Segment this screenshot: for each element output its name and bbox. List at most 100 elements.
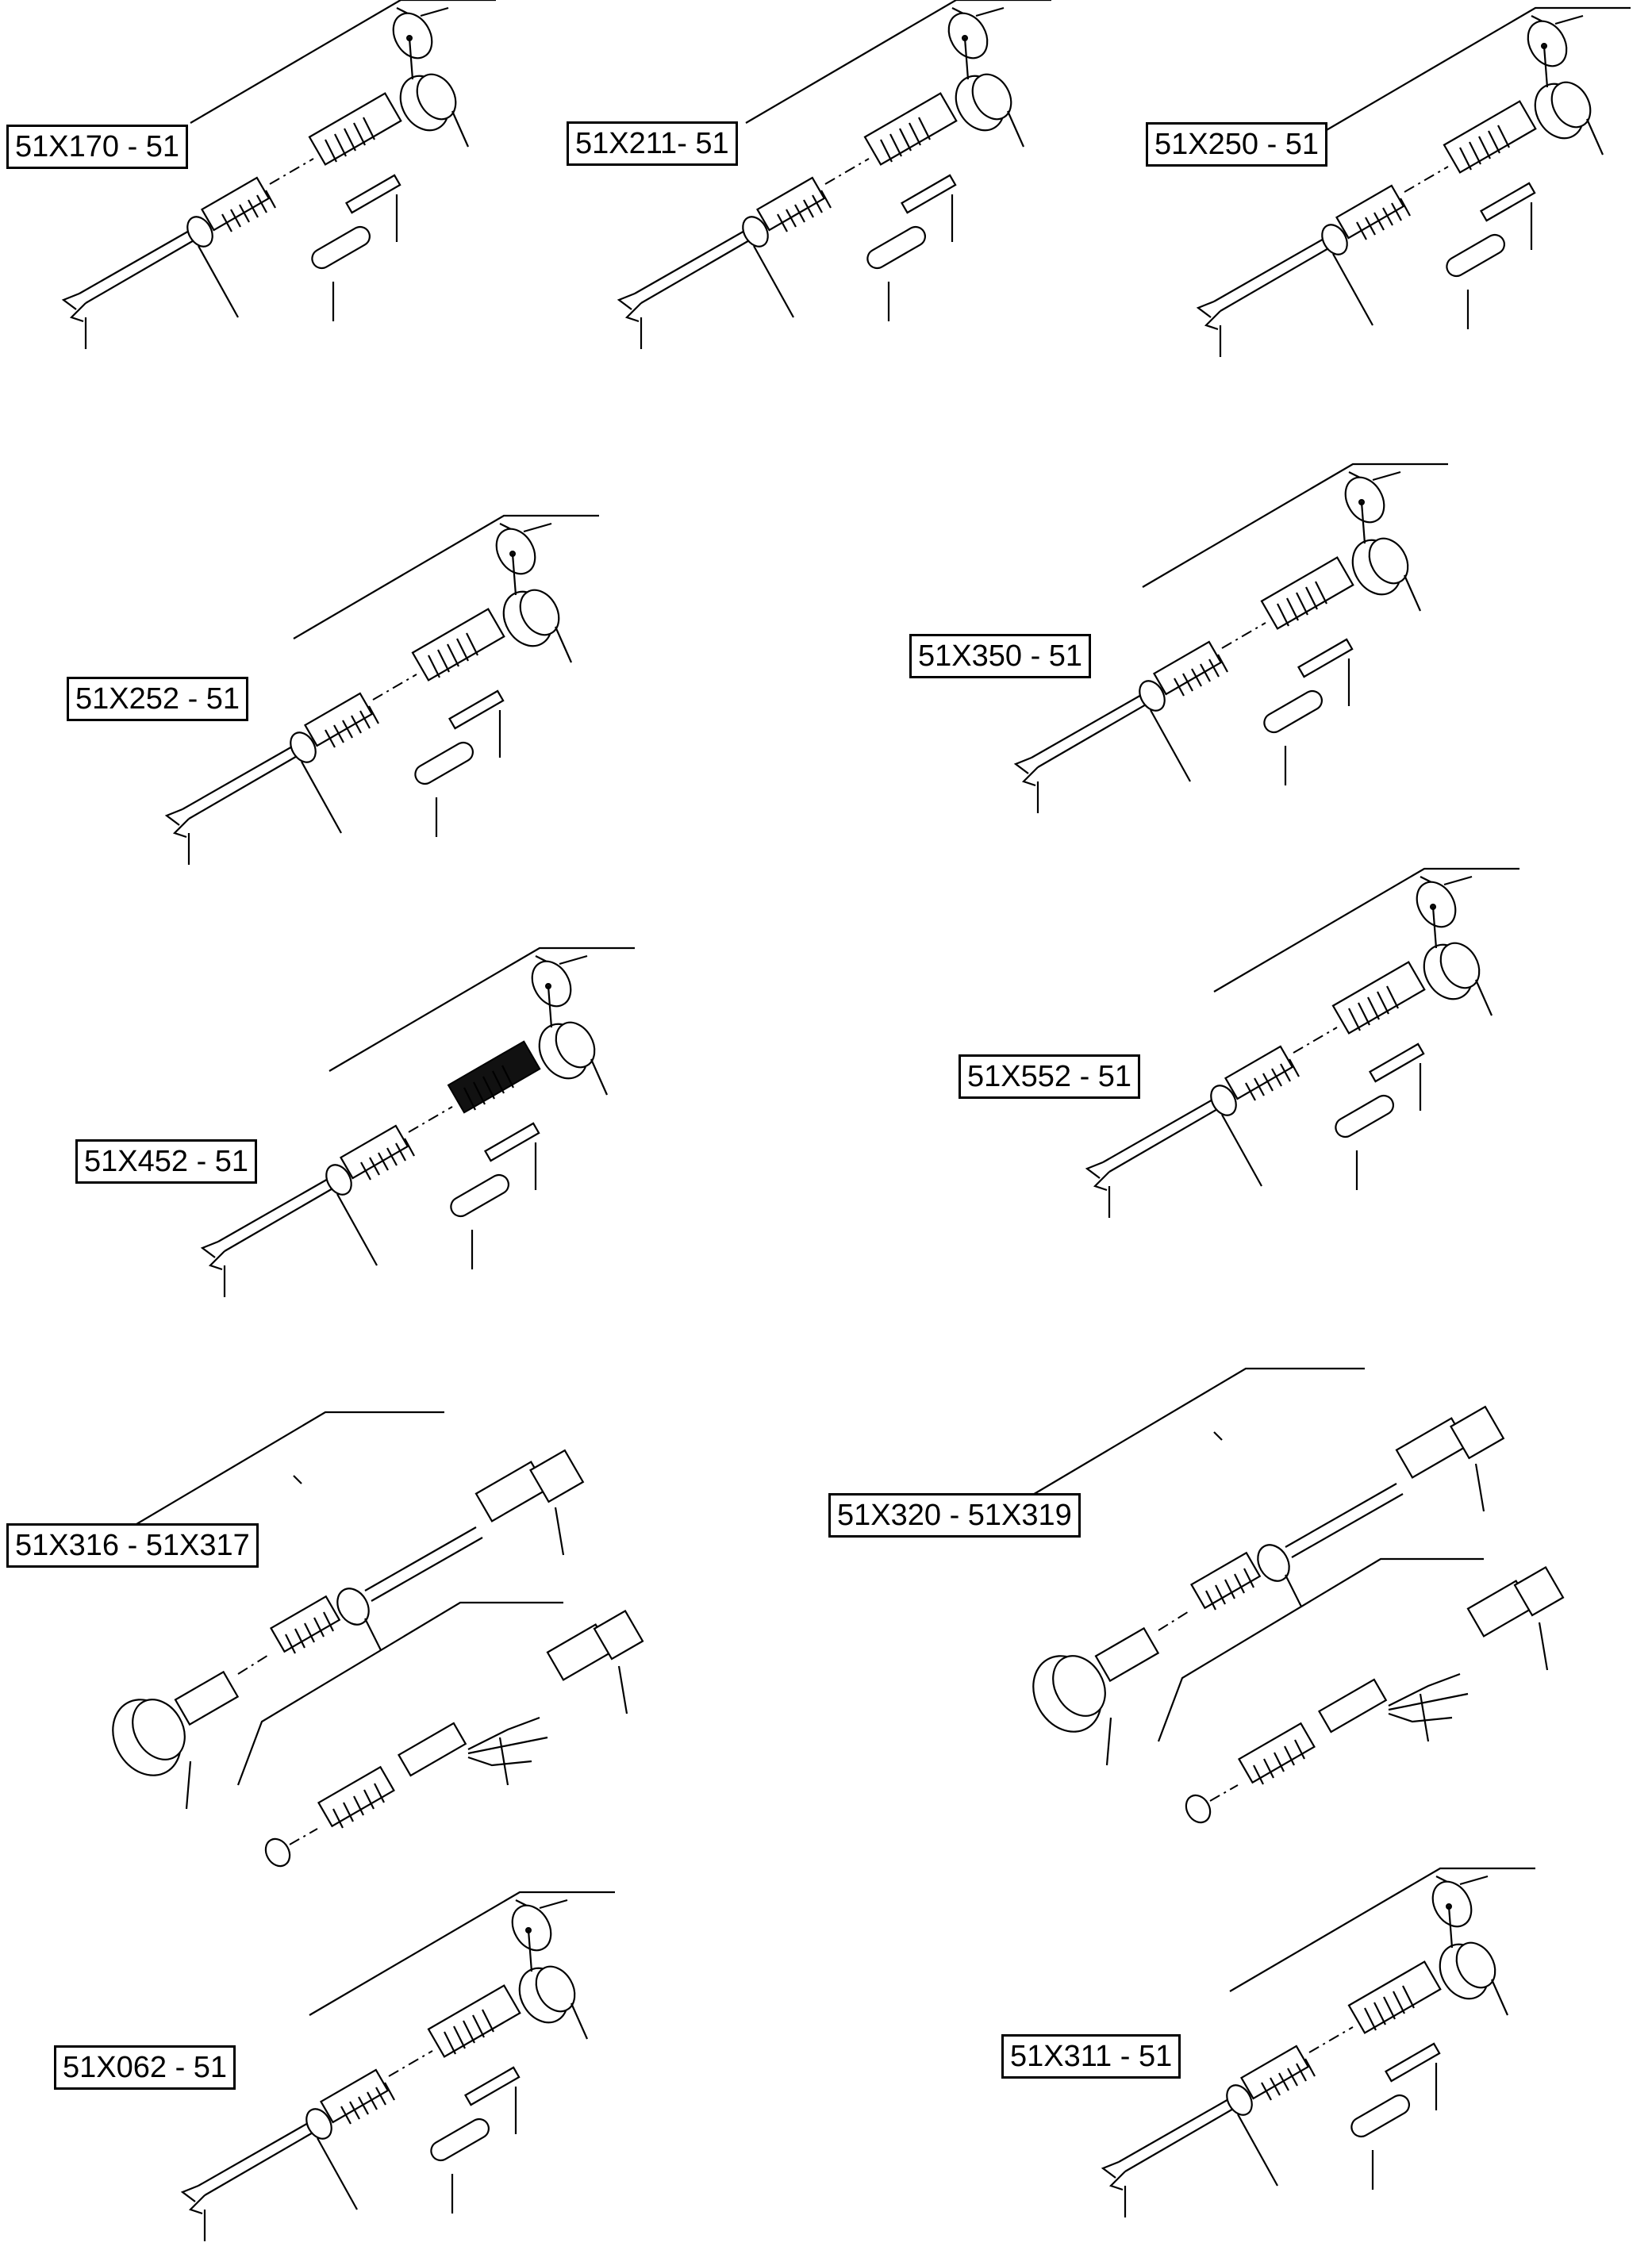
protective-cap [531,960,572,1008]
protective-cap [1344,476,1385,524]
socket-body [1347,1960,1442,2034]
leader-line [1021,766,1039,787]
label-51x320-51x319: 51X320 - 51X319 [828,1493,1081,1538]
leader-line [164,808,183,826]
label-51x062: 51X062 - 51 [54,2045,236,2090]
label-51x250: 51X250 - 51 [1146,122,1328,167]
leader-line [61,292,80,310]
leader-line [110,1411,444,1540]
leader-line [1403,574,1422,612]
cable-nut [1139,680,1166,712]
cable-plug-body [200,176,271,232]
socket-body [1260,556,1354,630]
leader-line [408,37,414,80]
leader-line [1419,1693,1430,1742]
contact-pin [900,174,957,214]
sleeve [414,741,474,785]
label-51x311: 51X311 - 51 [1001,2034,1181,2079]
protective-cap [495,528,536,575]
contact-pin [1297,638,1354,678]
socket-body [308,92,402,166]
label-51x552: 51X552 - 51 [959,1054,1141,1099]
cable-nut [1321,224,1348,255]
leader-line [467,1736,548,1755]
sleeve [450,1173,509,1218]
leader-line [554,1507,565,1556]
cable-plug-body [319,2068,390,2124]
leader-line [963,37,970,80]
leader-line [336,1193,378,1266]
leader-line [590,1058,609,1096]
leader-line [1105,1717,1112,1766]
cable-nut [290,731,317,763]
leader-line [172,818,190,839]
contact-pin [344,174,401,214]
cable-nut [186,216,213,248]
leader-line [527,1929,533,1972]
socket-body [427,1984,521,2058]
label-51x211: 51X211- 51 [567,121,738,166]
leader-line [451,110,470,148]
leader-line [200,1240,219,1258]
leader-line [293,1475,302,1484]
leader-line [1142,463,1448,588]
assembly-51x252 [164,514,599,865]
assembly-51x350 [1013,463,1448,813]
sleeve [430,2118,490,2162]
label-51x316-51x317: 51X316 - 51X317 [6,1523,259,1568]
socket-body [447,1040,541,1114]
cable-nut [742,216,769,248]
cable-plug-body [755,176,826,232]
cable-plug-body [1239,2045,1310,2100]
leader-line [1101,2160,1120,2179]
leader-line [1213,1431,1223,1441]
leader-line [1332,253,1373,326]
harness-plug [1237,1722,1316,1784]
cable-nut [1226,2084,1253,2116]
protective-cap [1416,881,1457,928]
leader-line [1474,1463,1485,1512]
contact-pin [448,689,505,730]
contact-pin [1479,182,1536,222]
leader-line [554,626,573,663]
harness-plug [317,1765,395,1828]
leader-line [1388,1692,1469,1711]
leader-line [1157,1557,1484,1742]
leader-line [1213,867,1519,993]
leader-line [975,6,1005,17]
label-51x350: 51X350 - 51 [909,634,1092,678]
leader-line [328,946,635,1072]
socket-body [411,608,505,682]
leader-line [624,302,642,323]
leader-line [1013,756,1032,774]
socket-body [1443,100,1537,174]
assembly-51x062 [180,1891,615,2241]
leader-line [547,985,553,1028]
leader-line [1196,300,1215,318]
leader-line [1447,1906,1454,1949]
leader-line [1388,1712,1453,1723]
leader-line [364,1618,382,1651]
leader-line [570,2002,589,2040]
assembly-51x250 [1196,6,1631,357]
assembly-51x211 [617,0,1051,349]
label-51x170: 51X170 - 51 [6,125,189,169]
leader-line [1554,14,1584,25]
leader-line [1324,6,1631,132]
leader-line [1459,1875,1489,1886]
end-cap [1185,1794,1212,1824]
cable-plug-body [1335,184,1405,240]
leader-line [236,1601,563,1786]
label-51x252: 51X252 - 51 [67,677,249,721]
leader-line [1229,1867,1535,1992]
leader-line [1372,470,1401,482]
leader-line [1031,1367,1365,1496]
sleeve [311,225,371,270]
protective-cap [1431,1880,1473,1928]
cable-nut [305,2108,332,2140]
cable-nut [325,1164,352,1196]
leader-line [1093,1171,1110,1192]
assembly-51x316-51x317 [110,1411,644,1868]
leader-line [1543,45,1549,88]
assembly-51x320-51x319 [1031,1367,1565,1824]
